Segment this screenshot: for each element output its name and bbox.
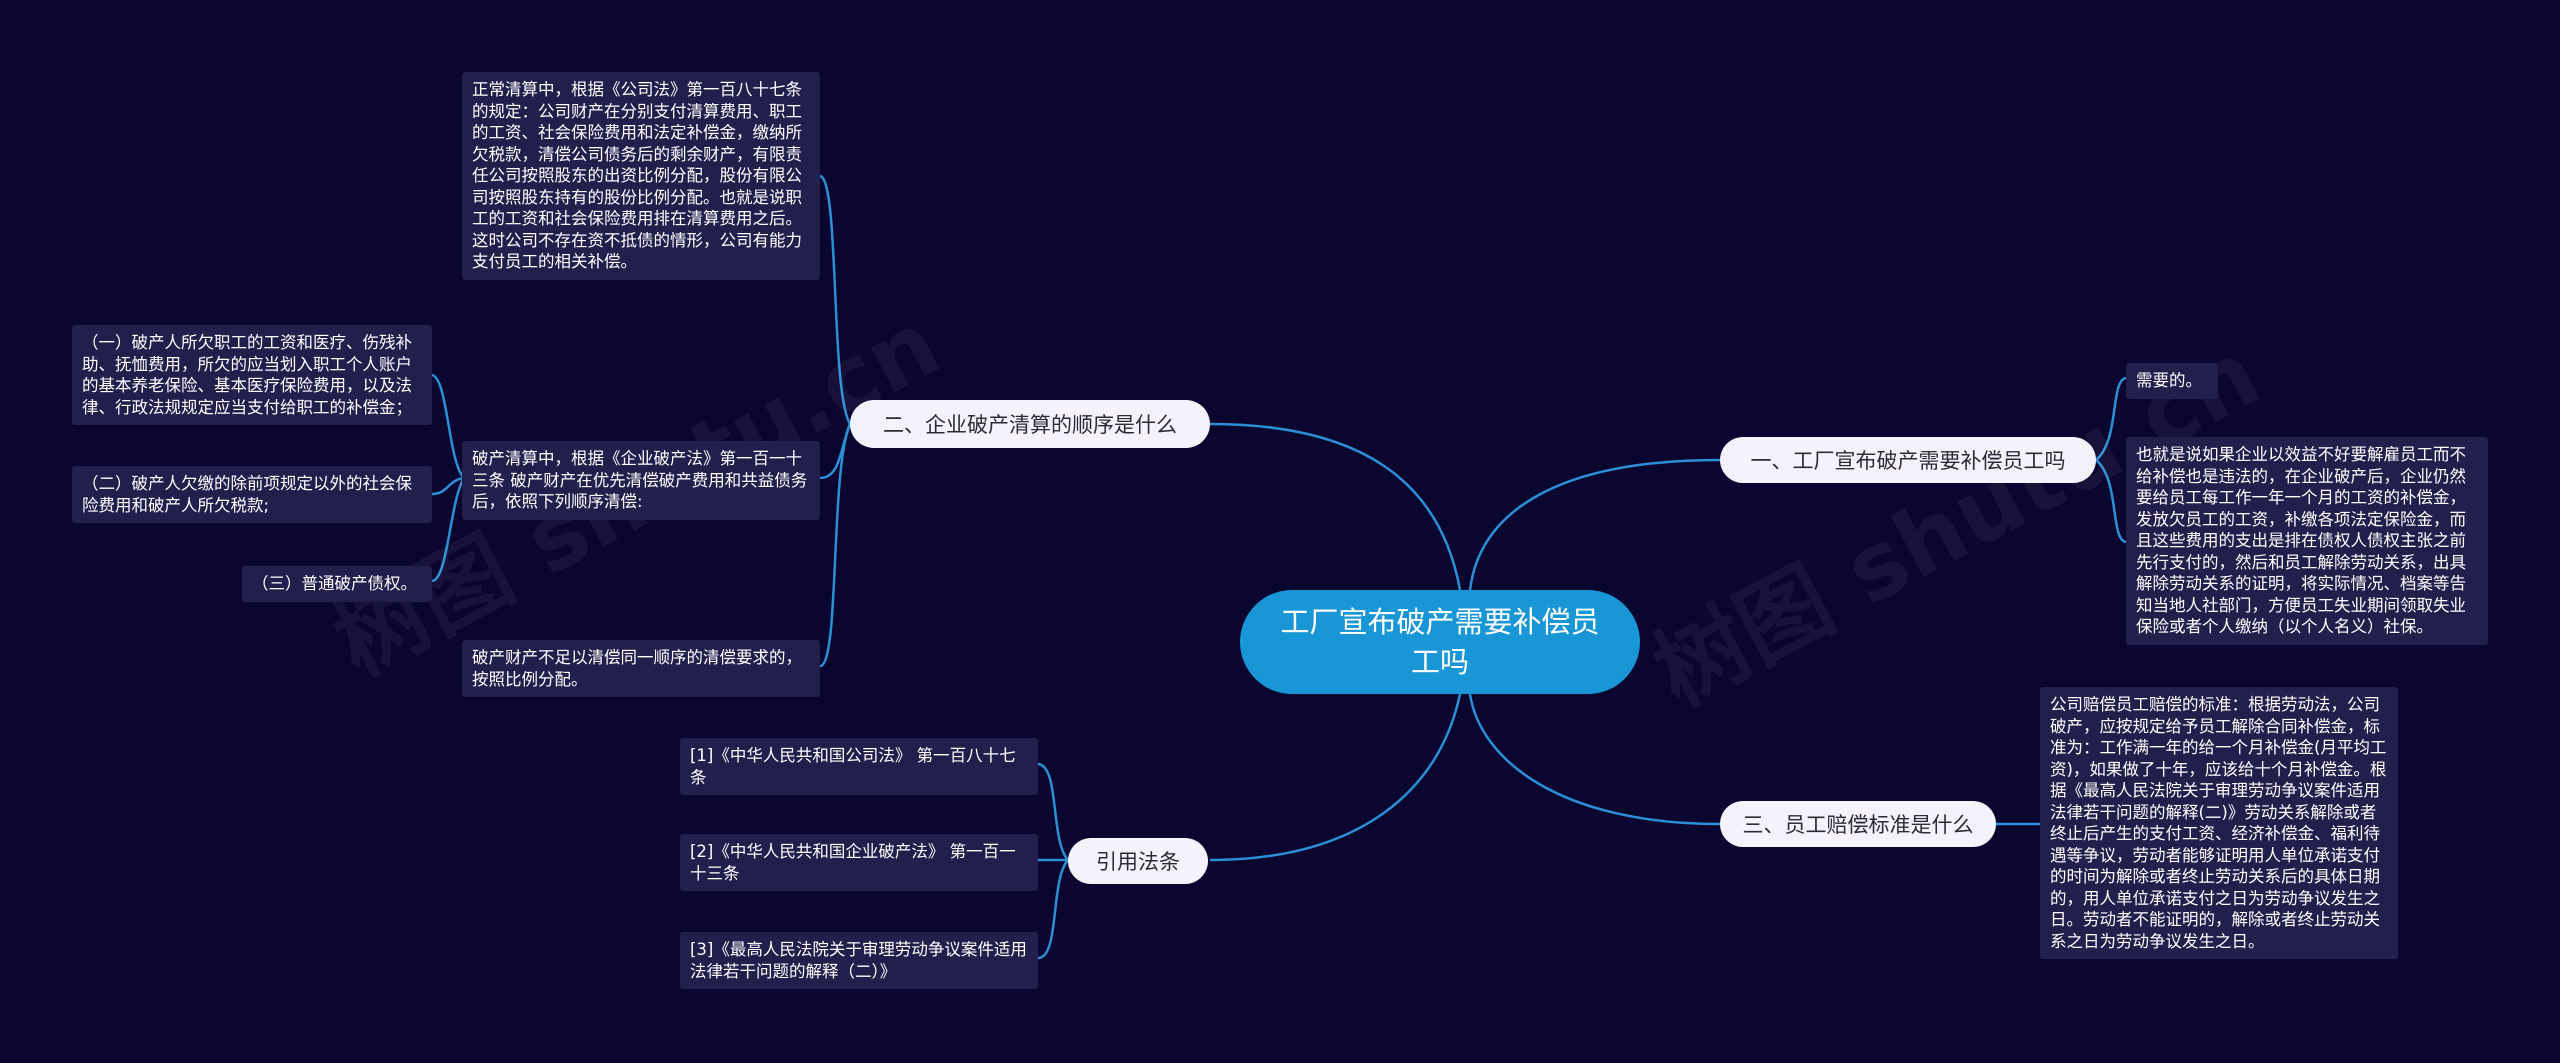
link-b2-b xyxy=(819,423,852,480)
leaf-law-company[interactable]: [1]《中华人民共和国公司法》 第一百八十七条 xyxy=(680,738,1038,795)
link-b4-a xyxy=(1037,762,1069,861)
link-root-b4 xyxy=(1209,693,1462,862)
link-root-b1 xyxy=(1468,458,1721,591)
root-topic[interactable]: 工厂宣布破产需要补偿员工吗 xyxy=(1240,590,1640,694)
leaf-proportional-distribution[interactable]: 破产财产不足以清偿同一顺序的清偿要求的，按照比例分配。 xyxy=(462,640,820,697)
branch-compensation-question[interactable]: 一、工厂宣布破产需要补偿员工吗 xyxy=(1720,437,2096,483)
link-b2b-3 xyxy=(431,477,466,583)
branch-compensation-standard[interactable]: 三、员工赔偿标准是什么 xyxy=(1720,801,1996,847)
branch-liquidation-order[interactable]: 二、企业破产清算的顺序是什么 xyxy=(850,400,1210,448)
link-b2b-2 xyxy=(431,476,465,496)
link-b4-c xyxy=(1037,859,1069,960)
link-b1-b xyxy=(2095,459,2127,544)
leaf-priority-2[interactable]: （二）破产人欠缴的除前项规定以外的社会保险费用和破产人所欠税款; xyxy=(72,466,432,523)
leaf-priority-1[interactable]: （一）破产人所欠职工的工资和医疗、伤残补助、抚恤费用，所欠的应当划入职工个人账户… xyxy=(72,325,432,425)
leaf-bankruptcy-liquidation[interactable]: 破产清算中，根据《企业破产法》第一百一十三条 破产财产在优先清偿破产费用和共益债… xyxy=(462,441,820,520)
leaf-standard-detail[interactable]: 公司赔偿员工赔偿的标准：根据劳动法，公司破产，应按规定给予员工解除合同补偿金，标… xyxy=(2040,687,2398,959)
link-b2b-1 xyxy=(431,373,465,479)
leaf-law-interpretation[interactable]: [3]《最高人民法院关于审理劳动争议案件适用法律若干问题的解释（二）》 xyxy=(680,932,1038,989)
leaf-answer-yes[interactable]: 需要的。 xyxy=(2126,363,2218,399)
link-b2-c xyxy=(819,423,852,668)
leaf-law-bankruptcy[interactable]: [2]《中华人民共和国企业破产法》 第一百一十三条 xyxy=(680,834,1038,891)
leaf-priority-3[interactable]: （三）普通破产债权。 xyxy=(242,566,432,602)
branch-cited-laws[interactable]: 引用法条 xyxy=(1068,838,1208,884)
link-b1-a xyxy=(2095,376,2127,461)
link-b2-a xyxy=(819,174,852,425)
link-root-b2 xyxy=(1209,422,1462,591)
leaf-normal-liquidation[interactable]: 正常清算中，根据《公司法》第一百八十七条的规定：公司财产在分别支付清算费用、职工… xyxy=(462,72,820,280)
leaf-compensation-explanation[interactable]: 也就是说如果企业以效益不好要解雇员工而不给补偿也是违法的，在企业破产后，企业仍然… xyxy=(2126,437,2488,645)
link-root-b3 xyxy=(1468,693,1721,826)
